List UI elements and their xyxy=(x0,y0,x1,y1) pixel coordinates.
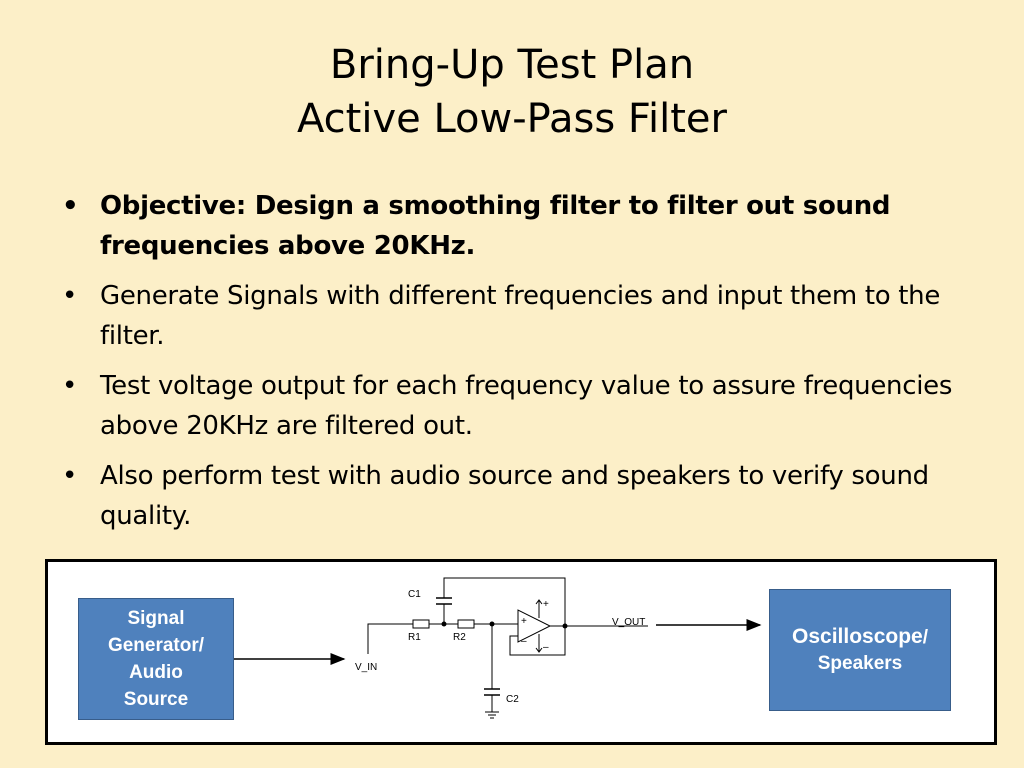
sink-box-slash: / xyxy=(922,626,928,648)
slide-title: Bring-Up Test Plan Active Low-Pass Filte… xyxy=(0,38,1024,146)
label-op-minus-input: – xyxy=(521,636,527,647)
sink-box-second: Speakers xyxy=(817,652,903,674)
filter-schematic: C1 R1 R2 C2 V_IN V_OUT + – + – xyxy=(234,577,762,719)
bullet-item: • Generate Signals with different freque… xyxy=(62,276,972,356)
op-amp xyxy=(517,609,552,643)
signal-generator-box: Signal Generator/ Audio Source xyxy=(78,598,234,720)
bullet-icon: • xyxy=(62,461,78,491)
ground-icon xyxy=(485,711,499,719)
bullet-text: Also perform test with audio source and … xyxy=(100,461,929,531)
oscilloscope-speakers-box: Oscilloscope/ Speakers xyxy=(769,589,951,711)
label-vout: V_OUT xyxy=(612,617,645,628)
label-vin: V_IN xyxy=(355,662,377,673)
bullet-icon: • xyxy=(62,191,79,221)
resistor-r2 xyxy=(457,619,475,629)
resistor-r1 xyxy=(412,619,430,629)
label-op-plus-input: + xyxy=(521,616,527,627)
input-wire xyxy=(367,623,413,654)
title-line-2: Active Low-Pass Filter xyxy=(297,96,727,142)
bullet-text: Objective: Design a smoothing filter to … xyxy=(100,191,891,261)
source-box-line: Source xyxy=(123,689,189,710)
label-r2: R2 xyxy=(453,632,466,643)
bullet-item: • Objective: Design a smoothing filter t… xyxy=(62,186,972,266)
bullet-text: Generate Signals with different frequenc… xyxy=(100,281,941,351)
sink-box-main: Oscilloscope xyxy=(792,624,923,648)
bullet-icon: • xyxy=(62,371,78,401)
label-op-plus-supply: + xyxy=(543,599,549,610)
bullet-text: Test voltage output for each frequency v… xyxy=(100,371,953,441)
label-r1: R1 xyxy=(408,632,421,643)
label-c1: C1 xyxy=(408,589,421,600)
label-op-minus-supply: – xyxy=(543,642,549,653)
bullet-list: • Objective: Design a smoothing filter t… xyxy=(62,186,972,546)
label-c2: C2 xyxy=(506,694,519,705)
title-line-1: Bring-Up Test Plan xyxy=(329,42,695,88)
source-box-line: Audio xyxy=(129,662,183,683)
block-diagram: Signal Generator/ Audio Source Oscillosc… xyxy=(45,559,997,745)
bullet-item: • Test voltage output for each frequency… xyxy=(62,366,972,446)
source-box-line: Signal xyxy=(127,608,185,629)
bullet-item: • Also perform test with audio source an… xyxy=(62,456,972,536)
bullet-icon: • xyxy=(62,281,78,311)
node-junction xyxy=(562,623,568,629)
source-box-line: Generator/ xyxy=(107,635,205,656)
